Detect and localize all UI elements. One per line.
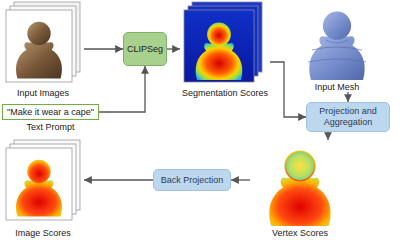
vertex-scores-mesh [269, 150, 330, 226]
box-label: Projection and Aggregation [311, 106, 385, 128]
caption: Segmentation Scores [180, 88, 270, 98]
arrow [347, 92, 348, 102]
caption: Text Prompt [2, 122, 99, 132]
arrow [84, 48, 123, 49]
text-prompt: "Make it wear a cape" Text Prompt [2, 104, 99, 132]
arrow [167, 48, 180, 49]
prompt-text: "Make it wear a cape" [7, 107, 94, 117]
projection-box: Projection and Aggregation [306, 102, 390, 132]
input-mesh: Input Mesh [292, 0, 382, 92]
segmentation-scores: Segmentation Scores [180, 2, 270, 98]
arrow [84, 179, 153, 180]
clipseg-box: CLIPSeg [123, 32, 167, 66]
caption: Vertex Scores [250, 228, 350, 238]
caption: Input Images [2, 88, 84, 98]
vertex-scores: Vertex Scores [250, 140, 350, 238]
back-projection-box: Back Projection [153, 169, 231, 191]
input-images: Input Images [2, 2, 84, 98]
image-scores-stack [6, 140, 80, 220]
arrow [270, 62, 306, 117]
box-label: CLIPSeg [127, 44, 163, 54]
input-images-stack [6, 2, 80, 82]
image-scores: Image Scores [2, 140, 84, 238]
arrow [327, 132, 328, 140]
caption: Input Mesh [292, 82, 382, 92]
arrow [99, 66, 145, 112]
input-mesh [308, 12, 366, 80]
prompt-box: "Make it wear a cape" [2, 104, 99, 120]
box-label: Back Projection [161, 175, 224, 186]
arrow [231, 179, 250, 180]
segmentation-stack [184, 2, 262, 82]
caption: Image Scores [2, 228, 84, 238]
